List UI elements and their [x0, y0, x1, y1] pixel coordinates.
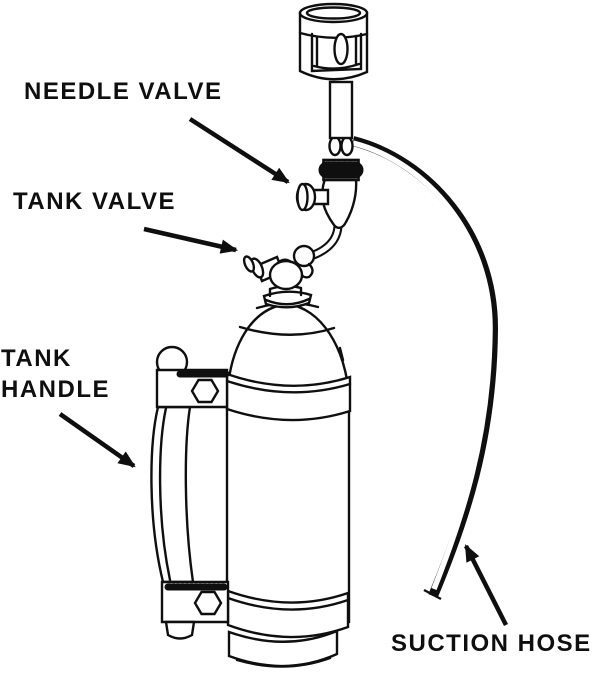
hose-outline	[351, 136, 499, 598]
needle-valve-assembly	[295, 2, 369, 230]
lower-band	[226, 589, 350, 639]
tank-valve-body	[268, 259, 304, 291]
sight-glass-top-opening	[305, 6, 362, 20]
suction-hose	[351, 136, 499, 601]
tank-handle-label: TANK HANDLE	[1, 343, 110, 405]
tube-fitting	[292, 244, 316, 268]
stem-cap	[242, 255, 256, 273]
upper-hex-bolt	[190, 378, 220, 404]
sight-glass-window	[310, 32, 363, 73]
window-inner-lines	[312, 34, 361, 70]
tank-valve-label: TANK VALVE	[13, 186, 176, 217]
tank-handle	[150, 345, 230, 640]
valve-body-bump	[276, 258, 293, 265]
handle-strap-inner-line	[158, 406, 172, 582]
suction-hose-arrow	[463, 544, 509, 627]
valve-base-line	[264, 297, 311, 306]
tank-handle-label-line2: HANDLE	[1, 376, 110, 403]
tank-valve-label-text: TANK VALVE	[13, 188, 176, 215]
waist-nub-left	[328, 135, 342, 157]
handle-foot	[164, 620, 196, 640]
hose-end-cap	[423, 588, 442, 601]
tank-body	[225, 302, 351, 636]
handle-strap	[150, 405, 195, 584]
waist-nub-right	[340, 135, 354, 157]
lower-band-edge	[226, 596, 350, 611]
suction-hose-label-text: SUCTION HOSE	[391, 630, 592, 657]
needle-valve-arrow	[188, 117, 290, 184]
suction-hose-label: SUCTION HOSE	[391, 628, 592, 659]
callout-arrows	[58, 117, 509, 627]
needle-valve-label-text: NEEDLE VALVE	[24, 78, 223, 105]
tank-base-inner-arc	[235, 656, 332, 668]
lower-hex-bolt	[193, 590, 223, 616]
upper-band	[225, 372, 352, 422]
knurl-ring-border	[322, 158, 360, 182]
dome-weld-arc	[238, 325, 336, 336]
hose-core	[352, 140, 493, 591]
needle-valve-label: NEEDLE VALVE	[24, 76, 222, 107]
float	[333, 32, 349, 66]
tank-handle-arrow	[58, 412, 136, 468]
upper-band-edge	[225, 379, 352, 394]
dome-tick	[338, 346, 345, 362]
tank-valve-arrow	[143, 226, 239, 254]
clamp-bands	[225, 372, 352, 639]
knob-rim	[296, 182, 309, 212]
valve-stem	[328, 80, 354, 140]
tank-handle-label-line1: TANK	[1, 345, 72, 372]
